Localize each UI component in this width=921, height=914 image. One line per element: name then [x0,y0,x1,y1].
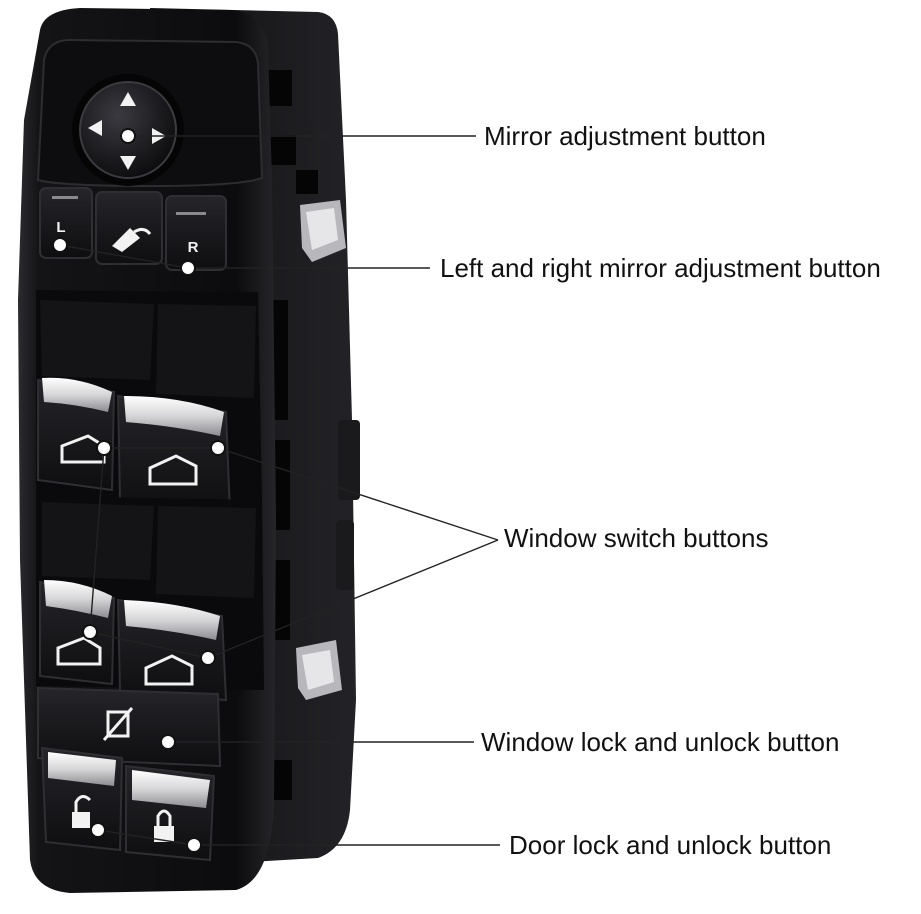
door-lock-button[interactable] [125,764,216,862]
window-lock-icon [102,707,134,741]
mirror-right-key-label: R [188,239,199,256]
door-unlock-icon [72,795,92,828]
window-switch-rear-left[interactable] [39,580,116,686]
window-icon [56,636,102,666]
callout-mirror-adjustment: Mirror adjustment button [484,121,766,151]
mirror-right-key[interactable] [165,195,227,271]
callout-window-lock: Window lock and unlock button [481,727,840,757]
mirror-left-key[interactable] [39,187,93,259]
mirror-left-key-label: L [56,219,65,236]
callout-dots [52,128,226,853]
window-icon [144,654,194,686]
arrow-down-icon [120,156,136,170]
window-switch-front-right[interactable] [116,394,232,516]
mirror-select-keys: L R [39,187,227,271]
window-switch-upper-bank [36,290,262,516]
window-switch-lower-bank [36,496,264,702]
window-icon [148,454,198,486]
leader-window-switch-lower [89,447,499,659]
door-lock-icon [154,809,174,842]
door-unlock-button[interactable] [40,746,124,852]
callout-left-right-mirror: Left and right mirror adjustment button [440,253,881,283]
callout-door-lock: Door lock and unlock button [509,830,832,860]
arrow-up-icon [120,92,136,106]
callout-window-switch: Window switch buttons [504,523,769,553]
door-lock-buttons [40,746,216,862]
arrow-left-icon [88,120,102,136]
mirror-fold-icon [112,227,152,252]
